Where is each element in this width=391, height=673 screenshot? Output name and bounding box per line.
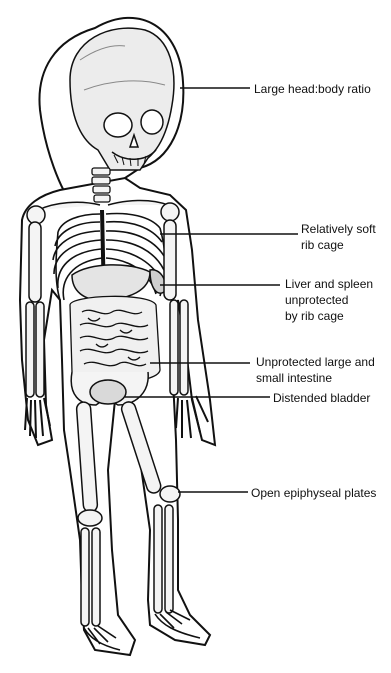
label-epiphyseal: Open epiphyseal plates xyxy=(251,486,376,500)
label-liver-spleen: Liver and spleen unprotected by rib cage xyxy=(285,277,376,323)
pelvis-bladder xyxy=(71,372,148,405)
label-head-ratio: Large head:body ratio xyxy=(254,82,371,96)
label-intestine: Unprotected large and small intestine xyxy=(256,355,378,385)
label-rib-cage: Relatively soft rib cage xyxy=(301,222,379,252)
intestines xyxy=(70,296,160,382)
label-bladder: Distended bladder xyxy=(273,391,370,405)
annotation-labels: Large head:body ratio Relatively soft ri… xyxy=(251,82,379,500)
